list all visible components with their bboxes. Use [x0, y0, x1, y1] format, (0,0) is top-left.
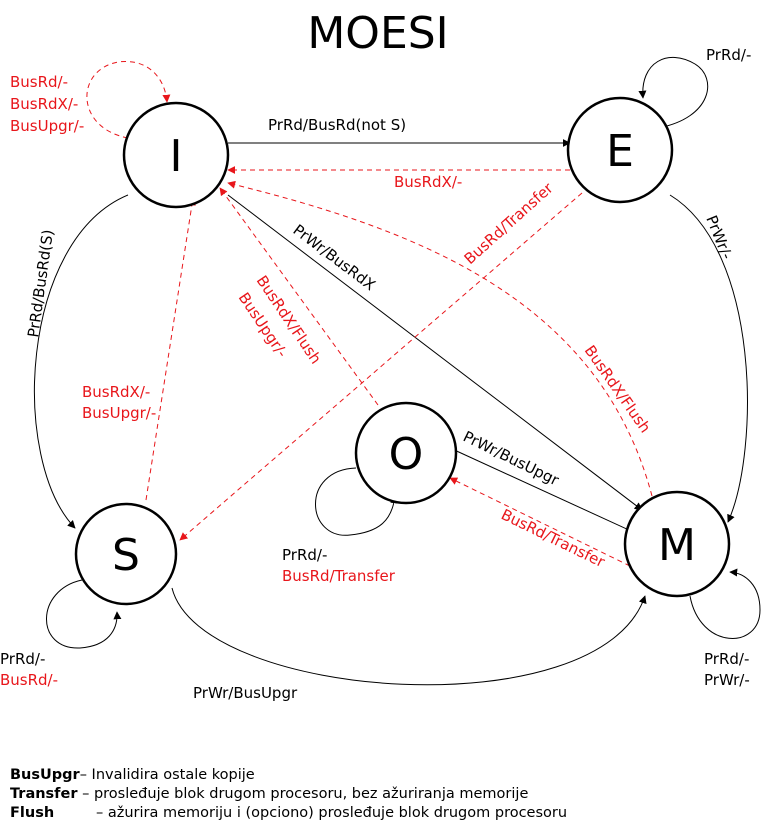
state-i-label: I: [170, 131, 183, 182]
label-m-to-i: BusRdX/Flush: [581, 342, 655, 436]
label-i-self-2: BusRdX/-: [10, 95, 78, 113]
arrow-o-to-m: [449, 447, 643, 537]
label-m-to-o: BusRd/Transfer: [498, 505, 608, 571]
arrow-i-to-s: [34, 194, 129, 529]
state-e-label: E: [606, 126, 634, 177]
state-o-label: O: [389, 429, 424, 480]
label-s-self-2: BusRd/-: [0, 671, 58, 689]
arrow-i-to-m: [227, 194, 643, 511]
state-m-label: M: [658, 520, 696, 571]
label-s-self-1: PrRd/-: [0, 650, 45, 668]
label-e-to-m: PrWr/-: [702, 213, 736, 262]
label-i-to-m: PrWr/BusRdX: [290, 221, 379, 294]
legend-desc: – prosleđuje blok drugom procesoru, bez …: [77, 786, 529, 802]
label-o-self-1: PrRd/-: [282, 546, 327, 564]
legend-desc: – ažurira memoriju i (opciono) prosleđuj…: [96, 805, 568, 821]
label-i-self-3: BusUpgr/-: [10, 117, 84, 135]
arrow-e-to-s: [179, 192, 583, 541]
label-o-to-m: PrWr/BusUpgr: [460, 427, 562, 489]
arrow-s-self: [46, 579, 122, 649]
arrow-s-to-m: [171, 587, 647, 686]
state-e: E: [566, 96, 674, 204]
legend-item-flush: Flush – ažurira memoriju i (opciono) pros…: [10, 804, 567, 823]
label-e-to-i: BusRdX/-: [394, 173, 462, 191]
legend-item-busupgr: BusUpgr– Invalidira ostale kopije: [10, 766, 567, 785]
legend-desc: – Invalidira ostale kopije: [79, 767, 255, 783]
legend-item-transfer: Transfer – prosleđuje blok drugom proces…: [10, 785, 567, 804]
label-o-self-2: BusRd/Transfer: [282, 567, 396, 585]
arrow-m-to-i: [227, 180, 653, 497]
state-m: M: [623, 490, 731, 598]
label-i-to-e: PrRd/BusRd(not S): [268, 116, 406, 134]
arrow-o-self: [315, 467, 399, 536]
legend-term: Flush: [10, 805, 55, 821]
state-o: O: [354, 401, 458, 505]
arrow-s-to-i: [145, 197, 196, 501]
arrow-m-self: [689, 568, 761, 639]
diagram-title: MOESI: [307, 8, 448, 59]
label-s-to-i-2: BusUpgr/-: [82, 404, 156, 422]
label-i-to-s: PrRd/BusRd(S): [24, 228, 57, 338]
legend: BusUpgr– Invalidira ostale kopije Transf…: [10, 766, 567, 823]
state-s-label: S: [112, 530, 140, 581]
state-s: S: [74, 502, 178, 606]
arrow-e-self: [638, 56, 709, 129]
label-e-self: PrRd/-: [706, 46, 751, 64]
label-s-to-i-1: BusRdX/-: [82, 383, 150, 401]
label-m-self-1: PrRd/-: [704, 650, 749, 668]
label-e-to-s: BusRd/Transfer: [461, 178, 558, 267]
label-m-self-2: PrWr/-: [704, 671, 750, 689]
label-i-self-1: BusRd/-: [10, 73, 68, 91]
legend-term: Transfer: [10, 786, 78, 802]
state-i: I: [122, 101, 230, 209]
arrow-e-to-m: [669, 194, 748, 523]
legend-term: BusUpgr: [10, 767, 80, 783]
arrow-m-to-o: [449, 477, 631, 567]
label-s-to-m: PrWr/BusUpgr: [193, 684, 298, 702]
